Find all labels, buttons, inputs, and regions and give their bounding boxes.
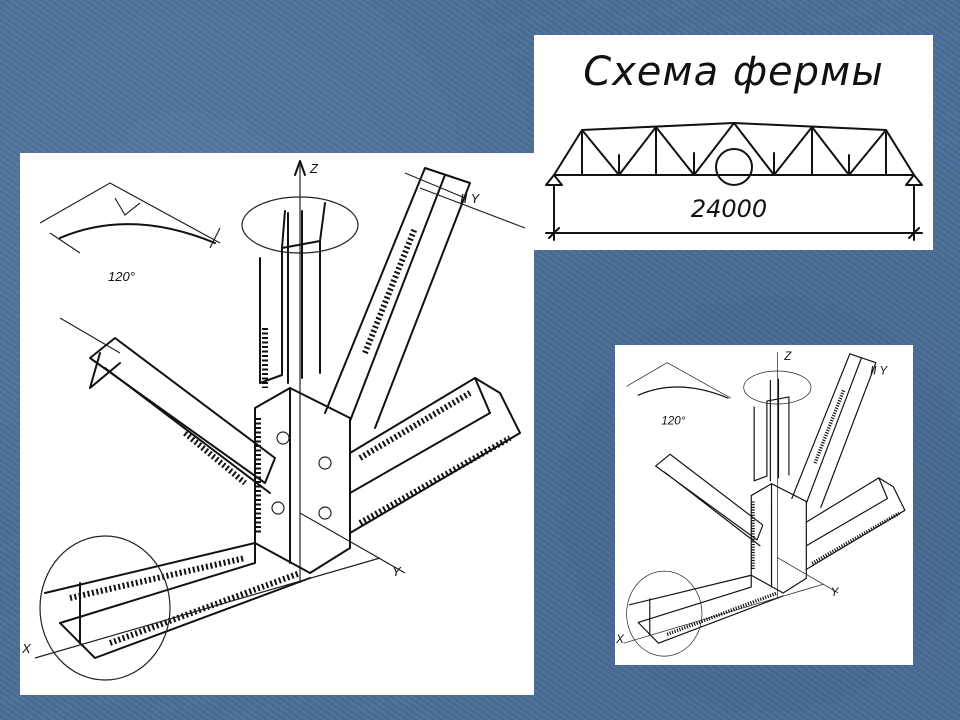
x-axis-label: X xyxy=(21,641,32,656)
parallel-y-label: II Y xyxy=(460,191,481,206)
truss-node-sketch-small: 120° Z II Y Y X xyxy=(615,350,906,657)
small-parallel-y-label: II Y xyxy=(870,364,888,377)
left-support xyxy=(545,174,563,186)
small-node-drawing: 120° Z II Y Y X xyxy=(615,345,913,665)
span-dimension: 24000 xyxy=(690,195,768,223)
chord-right xyxy=(349,377,521,534)
truss-node-sketch: 120° Z II Y xyxy=(21,160,526,681)
detail-ellipse-bottom xyxy=(39,535,171,681)
truss-scheme-panel: Схема фермы 24000 xyxy=(534,35,933,250)
small-x-axis-label: X xyxy=(615,633,625,646)
x-axis-line xyxy=(34,557,381,659)
y-axis-line xyxy=(299,512,406,574)
right-support xyxy=(905,174,923,186)
detail-ellipse-top xyxy=(241,196,359,254)
truss-scheme-drawing xyxy=(545,122,923,241)
chord-left xyxy=(44,542,311,659)
vertical-post xyxy=(259,202,326,388)
small-angle-indicator xyxy=(626,362,732,399)
diagonal-up-left xyxy=(59,317,276,494)
gusset-plate xyxy=(254,387,351,574)
y-axis-label: Y xyxy=(392,564,402,579)
small-y-axis-label: Y xyxy=(831,586,840,599)
main-node-drawing: 120° Z II Y xyxy=(20,153,534,695)
angle-label: 120° xyxy=(108,269,135,284)
z-axis-label: Z xyxy=(309,161,319,176)
angle-indicator xyxy=(39,182,221,254)
diagonal-up-right xyxy=(324,167,526,429)
center-node-circle xyxy=(715,148,753,186)
scheme-title: Схема фермы xyxy=(583,49,884,95)
small-angle-label: 120° xyxy=(661,415,685,428)
small-z-axis-label: Z xyxy=(783,350,792,363)
